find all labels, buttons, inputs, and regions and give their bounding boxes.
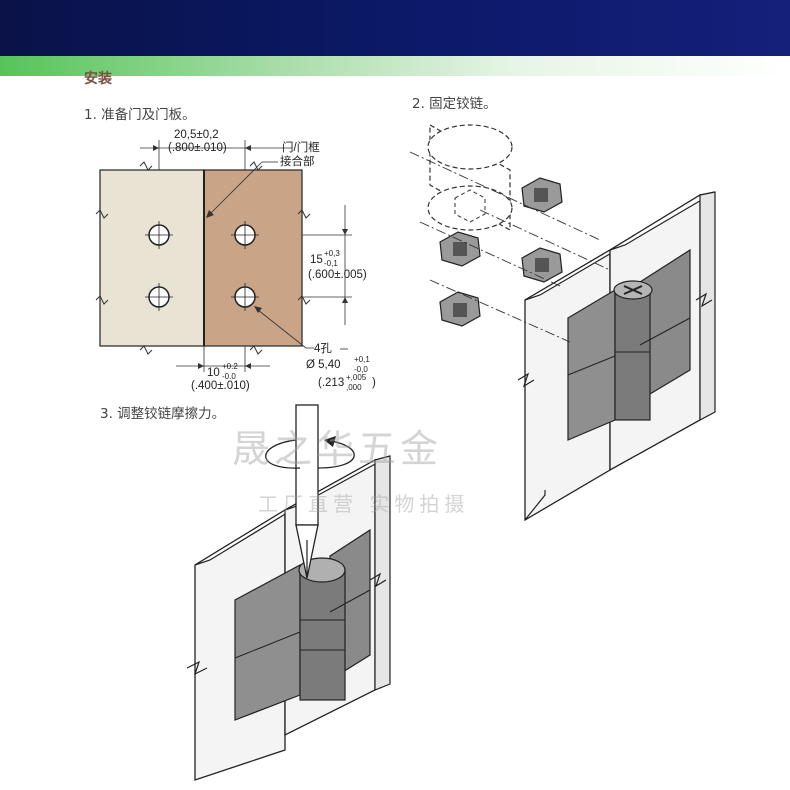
door-panel	[203, 169, 303, 347]
step-3-label: 3. 调整铰链摩擦力。	[100, 406, 226, 422]
dim-bottom-tol-minus: -0.0	[222, 372, 236, 381]
dim-bottom-in: (.400±.010)	[191, 380, 250, 392]
watermark-slogan: 工厂直营 实物拍摄	[258, 492, 470, 516]
hole-diameter: Ø 5,40	[306, 359, 341, 371]
hinge-body	[567, 248, 691, 441]
hole-in: (.213	[318, 377, 344, 389]
watermark-brand: 晟之华五金	[232, 427, 443, 471]
dim-top-in: (.800±.010)	[168, 142, 227, 154]
step-1-label: 1. 准备门及门板。	[84, 107, 196, 123]
socket-tool	[427, 123, 513, 232]
dim-bottom-mm: 10	[207, 367, 220, 379]
dim-right-mm: 15	[310, 254, 323, 266]
mounting-hole	[231, 283, 259, 311]
hex-nut	[439, 231, 481, 267]
dim-right-tol-minus: -0,1	[324, 259, 338, 268]
hole-in-tol-minus: ,000	[346, 383, 362, 392]
dim-right-tol-plus: +0,3	[324, 249, 340, 258]
hex-nut	[521, 177, 563, 213]
door-frame-panel	[99, 169, 205, 347]
mounting-hole	[145, 283, 173, 311]
banner-green-strip	[0, 56, 790, 76]
hex-nut	[521, 247, 563, 283]
hole-in-tol-plus: +,005	[346, 373, 367, 382]
hole-tol-minus: -0,0	[354, 365, 368, 374]
section-title: 安装	[84, 71, 112, 87]
step-2-label: 2. 固定铰链。	[412, 96, 497, 112]
dim-top-mm: 20,5±0,2	[174, 129, 219, 141]
dim-bottom-tol-plus: +0.2	[222, 362, 238, 371]
rotate-arrow-icon	[265, 436, 355, 469]
mounting-hole	[231, 221, 259, 249]
hex-nut	[439, 291, 481, 327]
top-banner	[0, 0, 790, 58]
hinge-body	[234, 528, 371, 721]
screwdriver	[295, 404, 319, 579]
door-frame-label: 门/门框	[282, 140, 320, 154]
mounting-hole	[145, 221, 173, 249]
holes-count-label: 4孔	[314, 342, 332, 355]
hole-tol-plus: +0,1	[354, 355, 370, 364]
joint-label: 接合部	[280, 154, 315, 168]
dim-right-in: (.600±.005)	[308, 269, 367, 281]
hole-in-close: )	[372, 377, 376, 389]
